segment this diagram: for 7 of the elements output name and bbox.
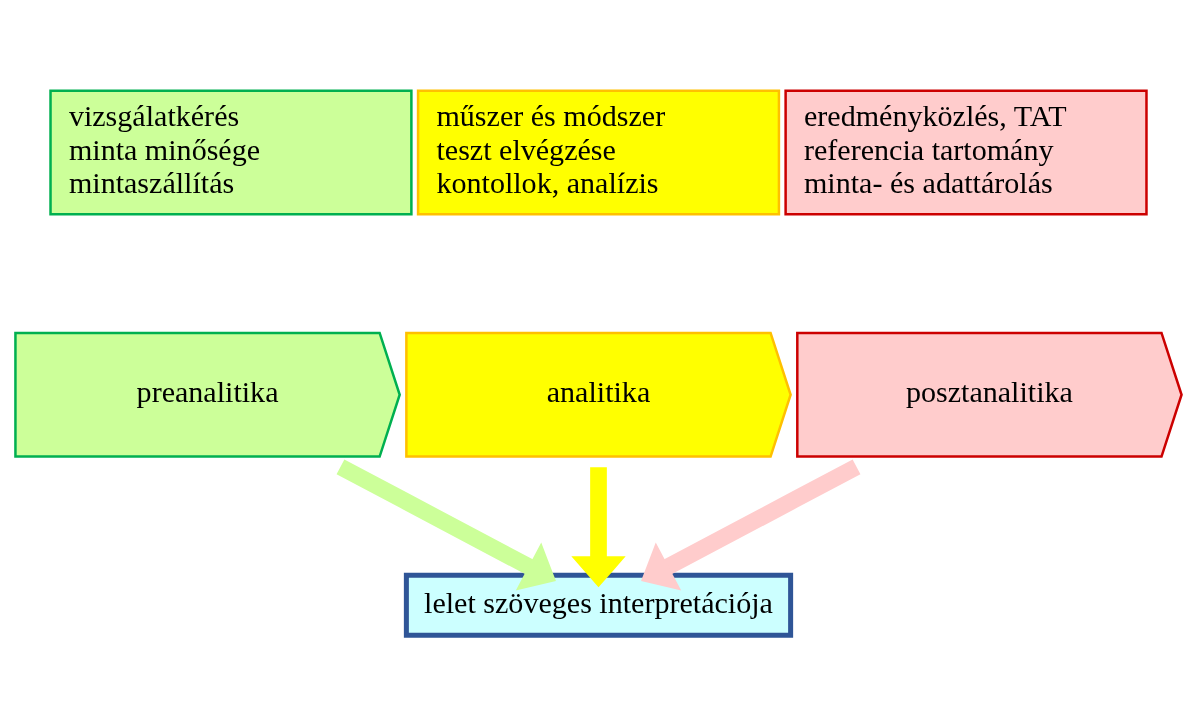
arrow xyxy=(641,459,861,591)
arrow xyxy=(571,467,626,588)
node-box: vizsgálatkérés minta minősége mintaszállítás xyxy=(49,89,413,216)
node-box: eredményközlés, TAT referencia tartomány minta- és adattárolás xyxy=(784,89,1148,216)
node-box: lelet szöveges interpretációja xyxy=(403,572,794,638)
arrow xyxy=(336,459,556,591)
node-box: műszer és módszer teszt elvégzése kontollok, analízis xyxy=(416,89,781,216)
